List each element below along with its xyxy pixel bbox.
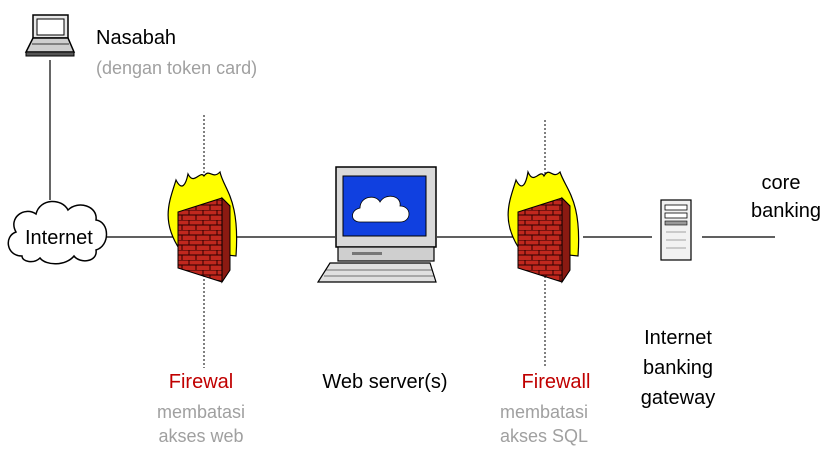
firewall-web-title: Firewal xyxy=(168,371,234,393)
core-line-1: core xyxy=(761,172,801,194)
gateway-line-3: gateway xyxy=(640,387,716,409)
connection-lines xyxy=(49,60,775,238)
customer-title: Nasabah xyxy=(96,27,177,49)
firewall-web-desc-2: akses web xyxy=(158,426,244,446)
core-line-2: banking xyxy=(750,200,820,222)
customer-subtitle: (dengan token card) xyxy=(96,58,258,78)
web-server-label: Web server(s) xyxy=(322,371,448,393)
firewall-icon xyxy=(507,169,580,284)
firewall-web-desc-1: membatasi xyxy=(156,402,246,422)
firewall-sql-desc-1: membatasi xyxy=(499,402,589,422)
cloud-icon xyxy=(7,200,108,265)
firewall-sql-title: Firewall xyxy=(521,371,591,393)
laptop-icon xyxy=(24,14,76,57)
firewall-sql-desc-2: akses SQL xyxy=(499,426,589,446)
internet-label: Internet xyxy=(25,227,93,249)
gateway-line-1: Internet xyxy=(644,327,712,349)
server-tower-icon xyxy=(660,199,692,261)
desktop-computer-icon xyxy=(316,166,437,283)
gateway-line-2: banking xyxy=(642,357,714,379)
firewall-icon xyxy=(167,170,238,284)
